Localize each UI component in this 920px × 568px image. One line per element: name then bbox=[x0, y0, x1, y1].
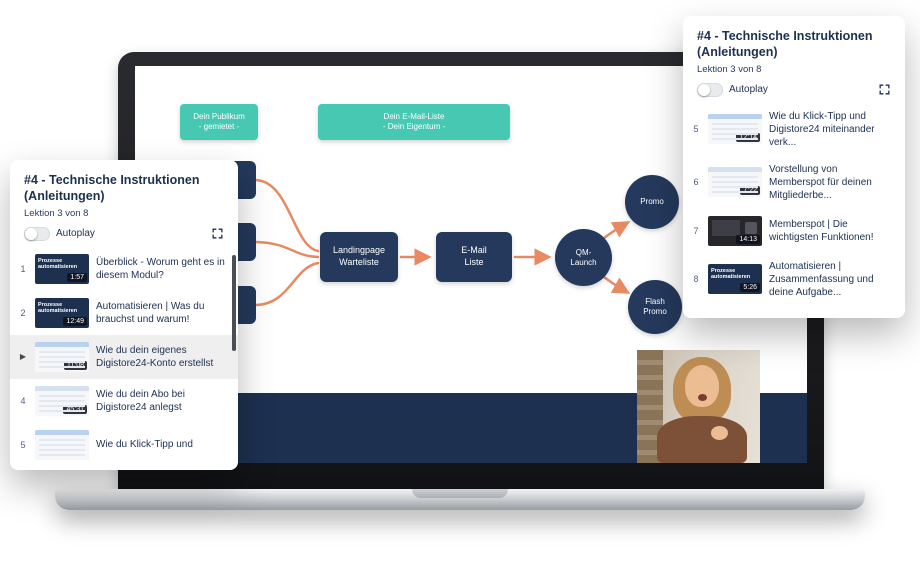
panel-header: #4 - Technische Instruktionen (Anleitung… bbox=[683, 16, 905, 75]
panel-scrollbar[interactable] bbox=[232, 255, 236, 351]
flow-box-email-list-top: Dein E-Mail-Liste - Dein Eigentum - bbox=[318, 104, 510, 140]
lesson-title: Wie du dein Abo bei Digistore24 anlegst bbox=[96, 388, 185, 413]
flow-circle-flash-line1: Flash bbox=[645, 297, 665, 306]
list-item[interactable]: 8 Prozesse automatisieren 5:26 Automatis… bbox=[683, 253, 905, 306]
autoplay-toggle[interactable] bbox=[24, 226, 50, 241]
lesson-thumbnail[interactable]: 14:13 bbox=[708, 215, 762, 246]
lesson-title: Wie du Klick-Tipp und Digistore24 mitein… bbox=[769, 110, 875, 148]
list-item-active[interactable]: ▶ 11:08 Wie du dein eigenes Digistore24-… bbox=[10, 334, 238, 379]
lesson-title: Automatisieren | Zusammenfassung und dei… bbox=[769, 260, 874, 298]
duration-badge: 12:49 bbox=[63, 316, 87, 326]
lesson-number: 6 bbox=[693, 177, 699, 187]
lesson-number: 2 bbox=[20, 307, 26, 318]
lesson-thumbnail[interactable] bbox=[35, 429, 89, 460]
flow-circle-qm-line1: QM- bbox=[575, 247, 592, 257]
thumbnail-title: Prozesse automatisieren bbox=[711, 268, 751, 281]
thumbnail-title: Prozesse automatisieren bbox=[38, 257, 78, 270]
lesson-title: Wie du dein eigenes Digistore24-Konto er… bbox=[96, 344, 214, 369]
list-item[interactable]: 1 Prozesse automatisieren 1:57 Überblick… bbox=[10, 247, 238, 291]
autoplay-row: Autoplay bbox=[10, 219, 238, 247]
flow-box-email-top-line1: Dein E-Mail-Liste bbox=[383, 111, 445, 121]
lesson-thumbnail[interactable]: 45:31 bbox=[35, 385, 89, 416]
duration-badge: 12:14 bbox=[736, 133, 760, 142]
list-item[interactable]: 5 12:14 Wie du Klick-Tipp und Digistore2… bbox=[683, 103, 905, 156]
lesson-thumbnail[interactable]: 12:14 bbox=[708, 114, 762, 144]
flow-box-landingpage-line2: Warteliste bbox=[339, 257, 379, 267]
lesson-thumbnail[interactable]: Prozesse automatisieren 1:57 bbox=[35, 253, 89, 284]
presenter-mouth bbox=[698, 394, 707, 401]
lesson-list-panel-right: #4 - Technische Instruktionen (Anleitung… bbox=[683, 16, 905, 318]
lesson-title: Überblick - Worum geht es in diesem Modu… bbox=[96, 256, 225, 281]
lesson-list-panel-left: #4 - Technische Instruktionen (Anleitung… bbox=[10, 160, 238, 470]
duration-badge: 11:08 bbox=[64, 360, 87, 370]
flow-box-landingpage: Landingpage Warteliste bbox=[320, 232, 398, 282]
lesson-number: 5 bbox=[693, 124, 699, 134]
list-item[interactable]: 6 7:22 Vorstellung von Memberspot für de… bbox=[683, 156, 905, 209]
duration-badge: 5:26 bbox=[740, 283, 760, 292]
lesson-number: 8 bbox=[693, 274, 699, 284]
flow-box-audience-line1: Dein Publikum bbox=[193, 111, 245, 121]
flow-box-email-top-line2: - Dein Eigentum - bbox=[382, 122, 446, 131]
lesson-title: Memberspot | Die wichtigsten Funktionen! bbox=[769, 218, 874, 243]
autoplay-label: Autoplay bbox=[56, 228, 95, 239]
flow-box-audience-line2: - gemietet - bbox=[198, 122, 240, 131]
presenter-video[interactable] bbox=[637, 350, 760, 463]
lesson-progress: Lektion 3 von 8 bbox=[24, 207, 89, 219]
duration-badge: 7:22 bbox=[740, 186, 760, 195]
flow-circle-qm-launch: QM- Launch bbox=[555, 229, 612, 286]
flow-box-audience: Dein Publikum - gemietet - bbox=[180, 104, 258, 140]
lesson-number: 1 bbox=[20, 263, 26, 274]
duration-badge: 1:57 bbox=[67, 272, 87, 282]
list-item[interactable]: 2 Prozesse automatisieren 12:49 Automati… bbox=[10, 291, 238, 335]
autoplay-toggle[interactable] bbox=[697, 82, 723, 97]
toggle-knob bbox=[698, 83, 710, 96]
expand-icon[interactable] bbox=[211, 227, 224, 240]
flow-box-email-line1: E-Mail bbox=[461, 245, 487, 256]
lesson-thumbnail[interactable]: 11:08 bbox=[35, 341, 89, 372]
lesson-number: 5 bbox=[20, 439, 26, 450]
panel-header: #4 - Technische Instruktionen (Anleitung… bbox=[10, 160, 238, 219]
toggle-knob bbox=[25, 227, 37, 240]
lesson-number: 7 bbox=[693, 225, 699, 236]
list-item[interactable]: 7 14:13 Memberspot | Die wichtigsten Fun… bbox=[683, 209, 905, 253]
lesson-thumbnail[interactable]: Prozesse automatisieren 12:49 bbox=[35, 297, 89, 328]
autoplay-row: Autoplay bbox=[683, 75, 905, 103]
list-item[interactable]: 5 Wie du Klick-Tipp und bbox=[10, 423, 238, 467]
lesson-number: 4 bbox=[20, 395, 26, 406]
laptop-base bbox=[55, 489, 865, 510]
lesson-title: Automatisieren | Was du brauchst und war… bbox=[96, 300, 205, 325]
flow-box-email-line2: Liste bbox=[464, 257, 484, 267]
lesson-progress: Lektion 3 von 8 bbox=[697, 63, 762, 75]
lesson-title: Vorstellung von Memberspot für deinen Mi… bbox=[769, 163, 872, 201]
play-icon: ▶ bbox=[19, 352, 27, 361]
module-title: #4 - Technische Instruktionen (Anleitung… bbox=[697, 29, 873, 60]
thumbnail-title: Prozesse automatisieren bbox=[38, 301, 78, 314]
module-title: #4 - Technische Instruktionen (Anleitung… bbox=[24, 173, 200, 204]
flow-box-landingpage-line1: Landingpage bbox=[332, 245, 386, 256]
flow-circle-flash-line2: Promo bbox=[643, 307, 667, 316]
flow-circle-flash-promo: Flash Promo bbox=[628, 280, 682, 334]
lesson-thumbnail[interactable]: 7:22 bbox=[708, 167, 762, 197]
laptop-base-notch bbox=[412, 489, 508, 498]
presenter-hand bbox=[711, 426, 728, 440]
list-item[interactable]: 4 45:31 Wie du dein Abo bei Digistore24 … bbox=[10, 379, 238, 423]
expand-icon[interactable] bbox=[878, 83, 891, 96]
autoplay-label: Autoplay bbox=[729, 84, 768, 95]
flow-circle-promo: Promo bbox=[625, 175, 679, 229]
flow-box-email-list: E-Mail Liste bbox=[436, 232, 512, 282]
flow-circle-promo-line1: Promo bbox=[640, 197, 664, 206]
lesson-thumbnail[interactable]: Prozesse automatisieren 5:26 bbox=[708, 264, 762, 294]
duration-badge: 14:13 bbox=[736, 234, 760, 244]
presenter-body bbox=[657, 416, 747, 463]
flow-circle-qm-line2: Launch bbox=[570, 257, 597, 267]
lesson-title: Wie du Klick-Tipp und bbox=[96, 439, 193, 450]
duration-badge: 45:31 bbox=[63, 404, 87, 414]
